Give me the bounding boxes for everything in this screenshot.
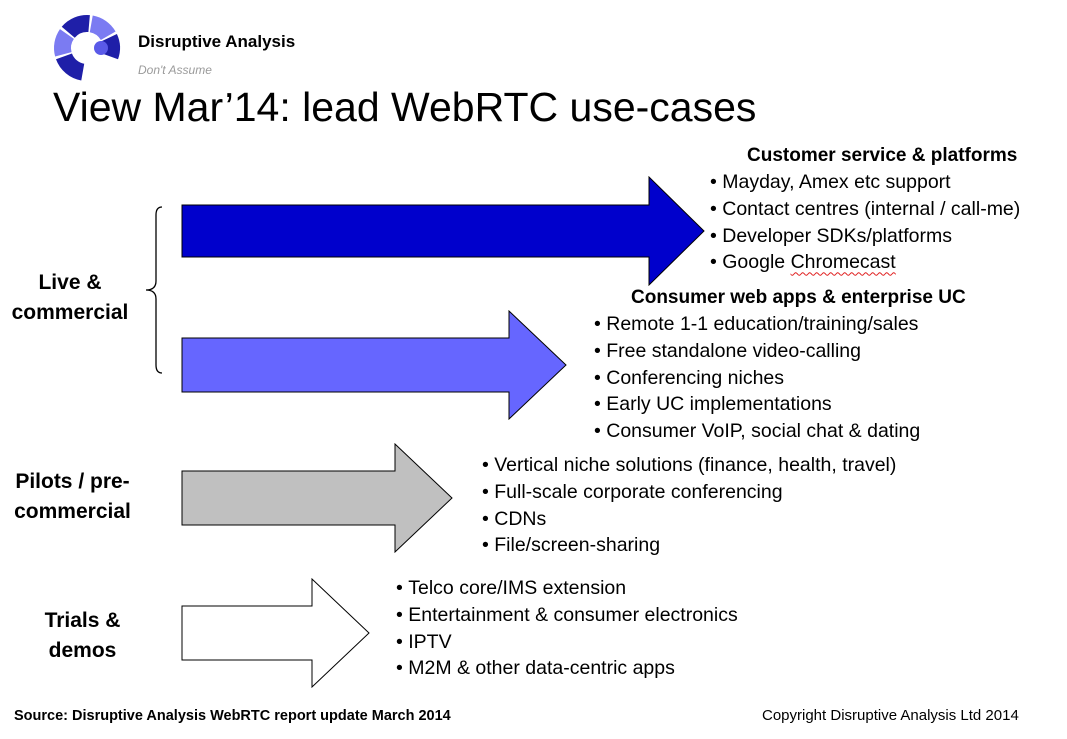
list-item: Vertical niche solutions (finance, healt… [482,452,896,479]
tier-label-live: Live &commercial [11,271,129,324]
trials-arrow [181,578,370,688]
pilots-list: Vertical niche solutions (finance, healt… [482,452,896,559]
list-item: Contact centres (internal / call-me) [710,196,1020,223]
list-item: Consumer VoIP, social chat & dating [594,418,966,445]
list-item: Full-scale corporate conferencing [482,479,896,506]
live-bracket-icon [145,206,163,374]
logo-segment [54,29,74,57]
tier-label-trials: Trials &demos [44,609,121,662]
list-item: Google Chromecast [710,249,1020,276]
pilots-arrow [181,443,453,553]
customer-service-heading: Customer service & platforms [747,145,1018,166]
trials-group: Telco core/IMS extension Entertainment &… [396,575,738,682]
footer-source: Source: Disruptive Analysis WebRTC repor… [14,708,451,724]
logo-segment [55,53,85,81]
list-item: IPTV [396,629,738,656]
logo-segment [89,15,116,40]
consumer-web-arrow [181,310,567,420]
list-item: File/screen-sharing [482,532,896,559]
list-item: Developer SDKs/platforms [710,223,1020,250]
trials-list: Telco core/IMS extension Entertainment &… [396,575,738,682]
consumer-web-group: Consumer web apps & enterprise UC Remote… [594,284,966,445]
customer-service-arrow [181,176,705,286]
brand-name: Disruptive Analysis [138,32,296,51]
consumer-web-heading: Consumer web apps & enterprise UC [631,287,966,308]
spellcheck-underlined-word: Chromecast [790,251,896,274]
list-item: Entertainment & consumer electronics [396,602,737,629]
brand-logo-icon [54,15,121,81]
list-item: Remote 1-1 education/training/sales [594,311,966,338]
list-item: Mayday, Amex etc support [710,169,1020,196]
brand-tagline: Don't Assume [138,63,212,77]
list-item: Conferencing niches [594,365,966,392]
list-item: Early UC implementations [594,391,966,418]
footer-copyright: Copyright Disruptive Analysis Ltd 2014 [762,707,1019,724]
list-item: Free standalone video-calling [594,338,966,365]
list-item: CDNs [482,506,896,533]
customer-service-list: Mayday, Amex etc support Contact centres… [710,169,1020,276]
logo-segment [61,15,90,38]
logo-segment [101,34,121,60]
customer-service-group: Customer service & platforms Mayday, Ame… [710,142,1020,276]
consumer-web-list: Remote 1-1 education/training/sales Free… [594,311,966,445]
pilots-group: Vertical niche solutions (finance, healt… [482,452,896,559]
tier-label-pilots: Pilots / pre-commercial [14,470,131,523]
list-item-text: Google [722,251,791,274]
list-item: M2M & other data-centric apps [396,655,738,682]
list-item: Telco core/IMS extension [396,575,738,602]
slide-title: View Mar’14: lead WebRTC use-cases [53,84,757,130]
